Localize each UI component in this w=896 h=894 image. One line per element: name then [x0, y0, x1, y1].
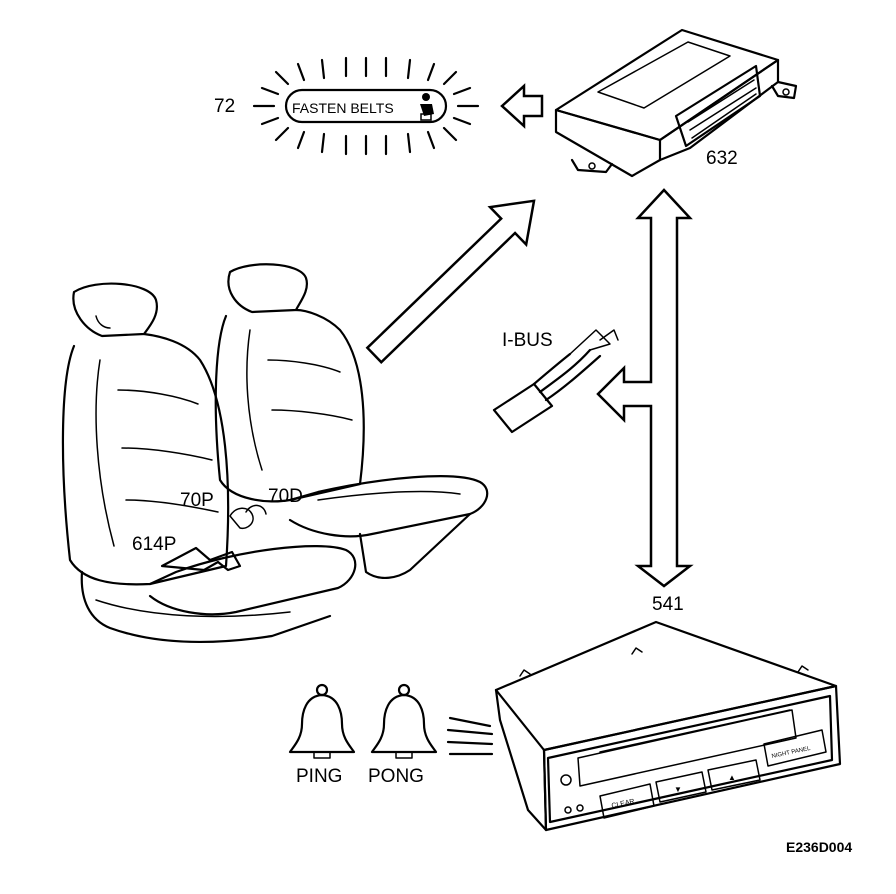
arrow-seats-to-module	[365, 199, 536, 364]
seatbelt-person-icon	[420, 93, 434, 121]
clear-button-label: CLEAR	[611, 798, 635, 810]
lamp-text: FASTEN BELTS	[292, 100, 394, 116]
lamp-capsule	[284, 88, 448, 124]
figure-code: E236D004	[786, 839, 852, 855]
arrow-module-to-lamp	[500, 83, 544, 129]
connector-pins	[687, 79, 757, 139]
seat-sensor-label: 614P	[132, 534, 176, 555]
lamp-rays	[252, 56, 480, 156]
driver-seat	[214, 263, 489, 579]
bell-icon	[288, 683, 356, 759]
lamp-number-label: 72	[214, 96, 235, 117]
ibus-label: I-BUS	[502, 330, 553, 351]
ibus-connector: I-BUS	[492, 329, 619, 434]
fasten-belts-lamp: FASTEN BELTS	[214, 56, 480, 156]
ibus-line	[596, 188, 694, 588]
information-display: CLEAR ▼ ▲ NIGHT PANEL	[494, 620, 842, 832]
display-button-up[interactable]: ▲	[707, 759, 761, 791]
display-button-clear[interactable]: CLEAR	[599, 783, 655, 819]
driver-switch-label: 70D	[268, 486, 303, 507]
chime-pong-label: PONG	[368, 766, 424, 787]
display-button-down[interactable]: ▼	[655, 771, 707, 803]
buckle-icon	[229, 504, 267, 530]
display-knob	[560, 774, 572, 786]
night-button-label: NIGHT PANEL	[771, 746, 811, 760]
up-button-label: ▲	[728, 773, 736, 782]
passenger-seat	[61, 282, 357, 643]
seat-sensor-shape	[160, 546, 242, 572]
sound-lines	[446, 716, 494, 756]
module-number-label: 632	[706, 148, 738, 169]
bell-icon	[370, 683, 438, 759]
passenger-switch-label: 70P	[180, 490, 214, 511]
front-seats: 70P 70D 614P	[61, 263, 489, 643]
control-module: 632	[554, 28, 798, 178]
chime-ping-label: PING	[296, 766, 342, 787]
display-number-label: 541	[652, 594, 684, 615]
down-button-label: ▼	[674, 785, 682, 794]
